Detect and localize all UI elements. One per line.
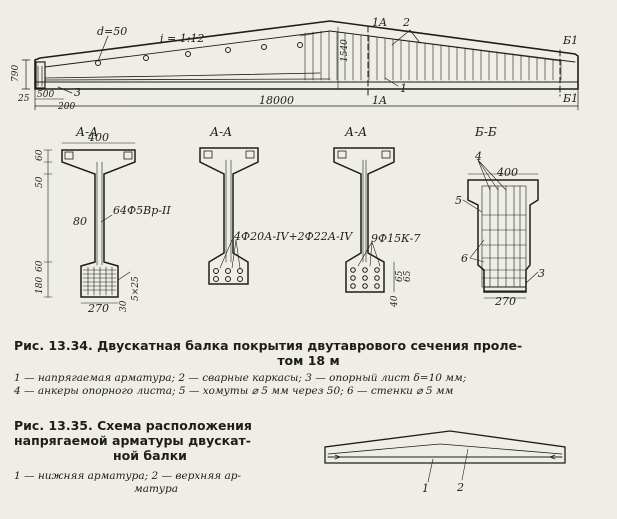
figure-13-35-legend-line2: матура [134,483,178,495]
section-3-reinforcement: 9Ф15К-7 [371,232,420,245]
svg-text:30: 30 [119,300,129,312]
scheme-outline [324,430,566,464]
svg-text:65: 65 [403,270,413,282]
section-1-title: А-А [75,125,98,139]
section-1-reinforcement: 64Ф5Вр-II [113,204,171,217]
scheme-callout-1: 1 [422,482,429,495]
section-1-outline [61,149,136,298]
section-2-bars [213,268,243,282]
section-4-callout-4: 4 [474,150,482,163]
section-4-title: Б-Б [474,125,497,139]
label-dim-500: 500 [37,90,54,100]
svg-text:65: 65 [395,270,405,282]
section-4-callout-6: 6 [461,252,468,265]
section-a-a-1: А-А 400 60 50 80 60 180 270 5×25 30 64Ф5… [35,125,171,315]
beam-outline [34,20,579,90]
prestressed-strands [44,72,331,81]
section-1-width-top: 400 [87,131,109,144]
label-span: 18000 [259,94,294,107]
section-2-reinforcement: 4Ф20А-IV+2Ф22А-IV [233,230,353,243]
figure-13-35-title-line3: ной балки [113,448,187,463]
figure-13-34-title-line1: Рис. 13.34. Двускатная балка покрытия дв… [14,338,523,353]
section-2-outline [199,147,259,285]
label-height-790: 790 [11,65,21,82]
figure-13-34-legend-line1: 1 — напрягаемая арматура; 2 — сварные ка… [14,372,467,384]
section-4-callout-3: 3 [538,267,545,280]
reinforcement-scheme: 1 2 [324,430,566,495]
figure-13-34-legend-line2: 4 — анкеры опорного листа; 5 — хомуты ⌀ … [14,385,454,397]
section-1-web: 80 [73,215,87,228]
svg-text:5×25: 5×25 [131,276,141,301]
svg-text:60: 60 [35,149,45,161]
web-holes [95,42,303,66]
scheme-top-strand [327,443,563,455]
label-hole-diameter: d=50 [97,25,127,38]
section-b-b: Б-Б 400 270 4 5 6 3 [455,125,545,308]
svg-text:40: 40 [390,295,400,308]
figure-13-35-title-line2: напрягаемой арматуры двускат- [14,433,251,448]
section-2-title: А-А [209,125,232,139]
label-height-1540: 1540 [340,39,350,62]
svg-text:180: 180 [35,277,45,294]
svg-text:50: 50 [35,176,45,188]
welded-cages [304,30,562,81]
section-4-width-bottom: 270 [494,295,516,308]
section-4-width-top: 400 [496,166,518,179]
section-a-a-2: А-А 4Ф20А-IV+2Ф22А-IV [199,125,353,285]
label-dim-25: 25 [17,94,30,104]
section-4-outline [467,179,539,293]
figure-13-35-legend-line1: 1 — нижняя арматура; 2 — верхняя ар- [14,470,241,482]
scheme-callout-2: 2 [456,481,464,494]
beam-elevation: d=50 i = 1:12 790 1540 18000 25 500 200 … [11,16,579,112]
cut-a-top: 1A [372,16,387,29]
figure-13-34-title-line2: том 18 м [277,353,340,368]
section-3-strands [350,267,380,289]
callout-1: 1 [400,82,407,95]
section-a-a-3: А-А 9Ф15К-7 65 65 40 [333,125,420,308]
cut-b-top: Б1 [562,34,578,47]
callout-2: 2 [402,16,410,29]
section-4-stirrups [481,185,527,288]
cut-a-bottom: 1A [372,94,387,107]
figure-13-35-title-line1: Рис. 13.35. Схема расположения [14,418,252,433]
section-3-title: А-А [344,125,367,139]
cut-b-bottom: Б1 [562,92,578,105]
label-dim-200: 200 [57,102,75,112]
svg-text:60: 60 [35,260,45,272]
label-slope: i = 1:12 [160,32,204,45]
section-3-outline [333,147,395,293]
section-1-width-bottom: 270 [87,302,109,315]
section-4-callout-5: 5 [455,194,462,207]
callout-3: 3 [74,86,81,99]
